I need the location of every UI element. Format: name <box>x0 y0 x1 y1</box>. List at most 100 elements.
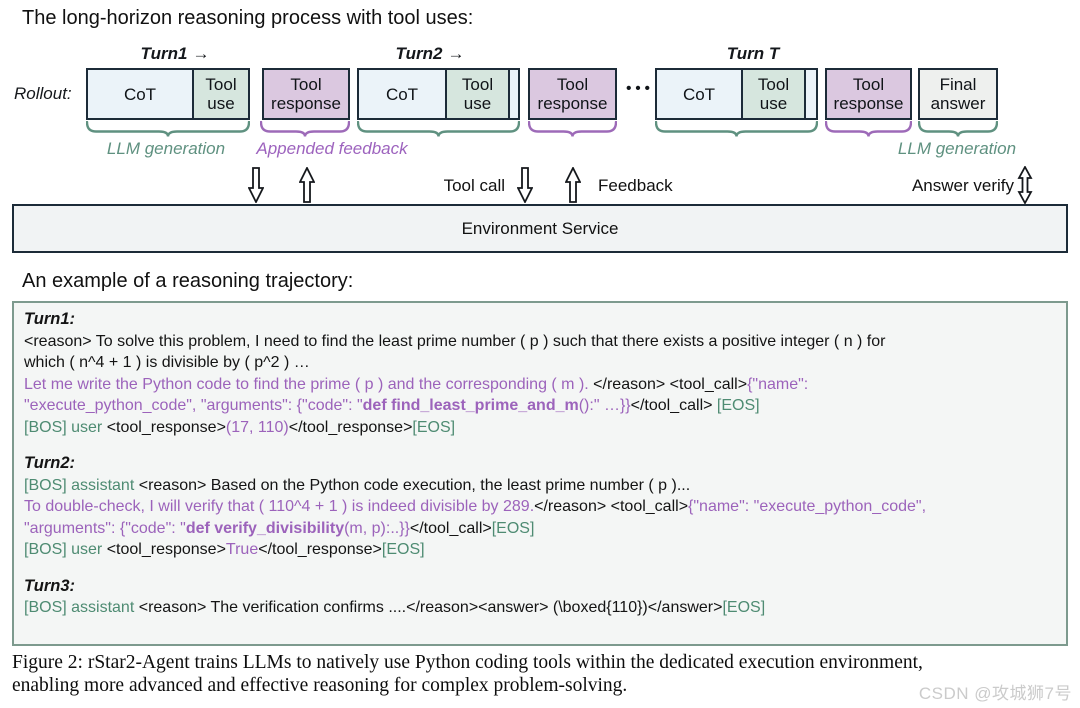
trajectory-segment: [EOS] <box>381 541 425 558</box>
trajectory-segment: <reason> The verification confirms ....<… <box>138 599 723 616</box>
turn1-arrow-icon: → <box>192 44 210 63</box>
brace-llm-generation-1 <box>86 121 250 138</box>
trajectory-segment: {"name": <box>747 375 809 393</box>
trajectory-box: Turn1: <reason> To solve this problem, I … <box>12 301 1068 646</box>
turn1-group-box: CoT Tool use <box>86 68 250 120</box>
trajectory-line: Let me write the Python code to find the… <box>24 374 1056 396</box>
trajectory-segment: def find_least_prime_and_m <box>362 397 579 414</box>
trajectory-line: [BOS] assistant <reason> Based on the Py… <box>24 475 1056 497</box>
trajectory-segment: <tool_response> <box>106 541 226 558</box>
caption-line-2: enabling more advanced and effective rea… <box>12 675 628 696</box>
trajectory-line: [BOS] user <tool_response>True</tool_res… <box>24 539 1056 561</box>
trajectory-segment: To double-check, I will verify that ( 11… <box>24 498 535 515</box>
tool-response-label: Tool response <box>271 75 341 113</box>
figure-caption: Figure 2: rStar2-Agent trains LLMs to na… <box>12 651 1076 697</box>
turnT-group-box: CoT Tool use <box>655 68 818 120</box>
trajectory-line: [BOS] user <tool_response>(17, 110)</too… <box>24 417 1056 439</box>
tool-use-label: Tool use <box>757 75 790 113</box>
trajectory-line: "execute_python_code", "arguments": {"co… <box>24 395 1056 417</box>
turn-block-2: Turn2: [BOS] assistant <reason> Based on … <box>24 453 1056 561</box>
continuation-sliver <box>804 70 816 118</box>
example-heading: An example of a reasoning trajectory: <box>22 270 354 292</box>
cot-box: CoT <box>657 70 741 118</box>
trajectory-line: "arguments": {"code": "def verify_divisi… <box>24 518 1056 540</box>
final-answer-box: Final answer <box>918 68 998 120</box>
continuation-sliver <box>508 70 518 118</box>
turn-heading: Turn2: <box>24 454 76 472</box>
tool-response-label: Tool response <box>833 75 904 113</box>
tool-response-box: Tool response <box>825 68 912 120</box>
turn1-text: Turn1 <box>140 44 188 63</box>
tool-response-box: Tool response <box>262 68 350 120</box>
tool-use-label: Tool use <box>461 75 494 113</box>
cot-label: CoT <box>123 84 157 104</box>
trajectory-segment: </tool_call> <box>409 519 492 537</box>
tool-response-box: Tool response <box>528 68 617 120</box>
brace-llm-generation-2 <box>357 121 520 138</box>
trajectory-line: [BOS] assistant <reason> The verificatio… <box>24 597 1056 619</box>
turn1-label: Turn1 → <box>120 44 230 64</box>
turn2-arrow-icon: → <box>447 44 465 63</box>
cot-box: CoT <box>88 70 192 118</box>
up-arrow-icon <box>299 167 315 203</box>
turnT-text: Turn T <box>726 44 780 63</box>
brace-appended-feedback-1 <box>260 121 350 138</box>
trajectory-segment: </tool_call> <box>630 397 717 414</box>
trajectory-segment: {"name": "execute_python_code", <box>688 498 927 515</box>
brace-final-answer <box>918 121 998 138</box>
page-title: The long-horizon reasoning process with … <box>22 7 474 29</box>
tool-use-box: Tool use <box>192 70 248 118</box>
trajectory-segment: def verify_divisibility <box>185 519 345 537</box>
brace-llm-generation-3 <box>655 121 818 138</box>
up-arrow-icon <box>565 167 581 203</box>
brace-appended-feedback-2 <box>528 121 617 138</box>
cot-label: CoT <box>385 84 419 104</box>
environment-service-label: Environment Service <box>461 218 619 238</box>
feedback-label: Feedback <box>598 176 673 195</box>
rollout-label: Rollout: <box>14 84 72 103</box>
trajectory-segment: [BOS] assistant <box>24 476 139 494</box>
trajectory-segment: </reason> <tool_call> <box>593 375 748 393</box>
trajectory-segment: [BOS] user <box>24 541 107 558</box>
final-answer-label: Final answer <box>930 75 986 113</box>
turn-heading: Turn3: <box>24 576 76 595</box>
trajectory-segment: Let me write the Python code to find the… <box>24 375 594 393</box>
trajectory-segment: "execute_python_code", "arguments": {"co… <box>24 397 363 414</box>
caption-line-1: Figure 2: rStar2-Agent trains LLMs to na… <box>12 652 923 673</box>
trajectory-segment: which ( n^4 + 1 ) is divisible by ( p^2 … <box>24 354 310 371</box>
trajectory-segment: </reason> <tool_call> <box>534 498 689 515</box>
ellipsis-dots: ••• <box>626 80 654 97</box>
cot-box: CoT <box>359 70 445 118</box>
tool-use-label: Tool use <box>205 75 237 113</box>
trajectory-segment: True <box>225 541 259 558</box>
trajectory-segment: [BOS] assistant <box>24 599 139 616</box>
tool-use-box: Tool use <box>445 70 508 118</box>
brace-appended-feedback-3 <box>825 121 912 138</box>
turn-block-1: Turn1: <reason> To solve this problem, I … <box>24 309 1056 438</box>
appended-feedback-label: Appended feedback <box>256 139 408 158</box>
tool-use-box: Tool use <box>741 70 804 118</box>
turnT-label: Turn T <box>703 44 803 64</box>
cot-label: CoT <box>682 84 716 104</box>
trajectory-segment: (m, p):..}} <box>344 519 410 537</box>
trajectory-line: To double-check, I will verify that ( 11… <box>24 496 1056 518</box>
trajectory-segment: (17, 110) <box>225 418 289 436</box>
turn2-label: Turn2 → <box>375 44 485 64</box>
trajectory-segment: "arguments": {"code": " <box>24 519 186 537</box>
trajectory-segment: [EOS] <box>491 519 535 537</box>
answer-verify-label: Answer verify <box>911 176 1014 195</box>
turn2-group-box: CoT Tool use <box>357 68 520 120</box>
tool-call-label: Tool call <box>443 176 505 195</box>
llm-generation-label-right: LLM generation <box>897 139 1017 158</box>
down-arrow-icon <box>517 167 533 203</box>
trajectory-segment: [EOS] <box>716 397 760 414</box>
trajectory-segment: [BOS] user <box>24 418 107 436</box>
trajectory-segment: </tool_response> <box>258 541 382 558</box>
down-arrow-icon <box>248 167 264 203</box>
turn-heading: Turn1: <box>24 310 76 328</box>
trajectory-line: <reason> To solve this problem, I need t… <box>24 331 1056 353</box>
trajectory-segment: [EOS] <box>412 418 456 436</box>
turn-block-3: Turn3: [BOS] assistant <reason> The verif… <box>24 576 1056 619</box>
trajectory-line: which ( n^4 + 1 ) is divisible by ( p^2 … <box>24 352 1056 374</box>
tool-response-label: Tool response <box>537 75 608 113</box>
